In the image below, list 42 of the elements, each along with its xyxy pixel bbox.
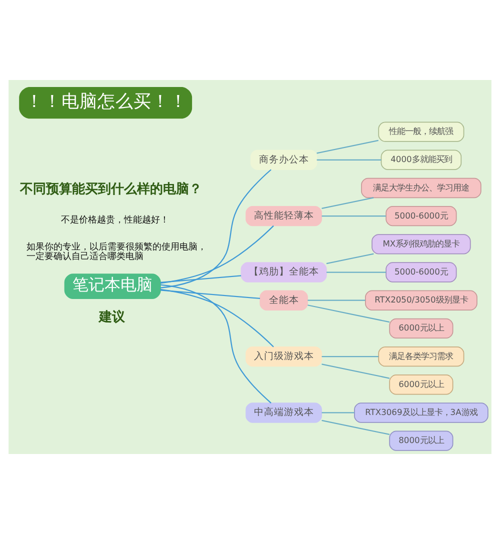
node-box: RTX3069及以上显卡，3A游戏	[354, 402, 488, 422]
connector	[326, 252, 374, 264]
diagram-title: ！！电脑怎么买！！	[26, 92, 188, 112]
node-box: 笔记本电脑	[64, 273, 161, 299]
node-box: 满足大学生办公、学习用途	[361, 177, 482, 198]
connector	[316, 139, 378, 154]
node-box: 满足各类学习需求	[378, 346, 464, 366]
node-box: 性能一般，续航强	[378, 121, 464, 142]
connector	[308, 299, 366, 300]
node-box: MX系列很鸡肋的显卡	[372, 234, 471, 254]
node-box: 中高端游戏本	[246, 402, 322, 422]
connector	[160, 168, 272, 288]
connector	[160, 288, 274, 347]
node-box: 6000元以上	[389, 318, 454, 338]
node-box: 5000-6000元	[386, 262, 457, 282]
node-box: 6000元以上	[389, 374, 454, 394]
connector	[322, 412, 354, 413]
connector	[160, 284, 272, 403]
connector	[316, 158, 382, 160]
node-box: 入门级游戏本	[246, 346, 322, 366]
connector	[160, 289, 260, 299]
connector	[322, 215, 386, 216]
connector	[160, 274, 242, 282]
node-box: RTX2050/3050级别显卡	[365, 290, 478, 310]
connector	[326, 271, 386, 272]
connector	[160, 224, 274, 284]
node-box: 【鸡肋】全能本	[240, 262, 327, 282]
connector	[308, 304, 390, 322]
label: 如果你的专业，以后需要很频繁的使用电脑，一定要确认自己适合哪类电脑	[26, 242, 207, 262]
node-box: 4000多就能买到	[380, 149, 462, 170]
connector	[322, 196, 374, 208]
node-box: 8000元以上	[389, 430, 454, 450]
node-box: 全能本	[260, 290, 308, 310]
label: 不同预算能买到什么样的电脑？	[20, 181, 202, 196]
connector	[322, 355, 378, 357]
connector	[322, 363, 390, 378]
connector	[322, 419, 390, 434]
label: 建议	[98, 309, 125, 324]
node-box: 高性能轻薄本	[246, 205, 322, 226]
node-box: 商务办公本	[250, 149, 318, 170]
node-box: 5000-6000元	[386, 205, 457, 226]
label: 不是价格越贵，性能越好！	[60, 215, 169, 226]
